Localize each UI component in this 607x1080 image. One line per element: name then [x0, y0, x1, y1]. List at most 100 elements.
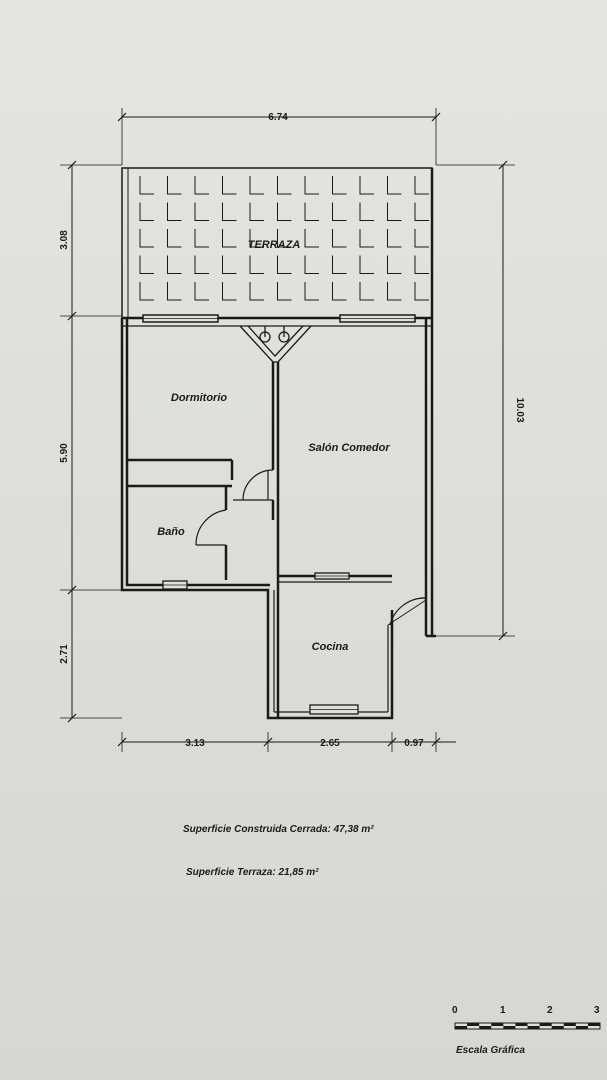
scale-bar	[454, 1022, 601, 1030]
scale-segment	[479, 1026, 492, 1029]
room-label-bano: Baño	[157, 526, 185, 538]
terraza-tile	[194, 202, 209, 221]
scale-segment	[515, 1023, 528, 1026]
terraza-tile	[249, 176, 264, 195]
dimension-label-top: 6.74	[268, 112, 288, 123]
terraza-tile	[387, 202, 402, 221]
dimension-right	[436, 160, 515, 641]
terraza-tile	[387, 229, 402, 248]
dimension-label-bottom-mid: 2.65	[320, 738, 340, 749]
bath-door	[195, 509, 227, 546]
terraza-tile	[414, 229, 429, 248]
terraza-tile	[304, 282, 319, 301]
terraza-tile	[139, 282, 154, 301]
terraza-tile	[194, 282, 209, 301]
terraza-tile	[167, 176, 182, 195]
terraza-tile	[277, 255, 292, 274]
dimension-left	[60, 160, 122, 723]
terraza-tile	[277, 176, 292, 195]
terraza-tile	[249, 202, 264, 221]
terraza-tile	[332, 282, 347, 301]
terraza-tile	[167, 255, 182, 274]
room-label-terraza: TERRAZA	[248, 239, 301, 251]
room-label-dormitorio: Dormitorio	[171, 392, 228, 404]
terraza-folding-door	[239, 325, 312, 363]
scale-segment	[575, 1026, 588, 1029]
scale-tick-1: 1	[500, 1005, 506, 1016]
terraza-tile	[332, 229, 347, 248]
terraza-tile	[222, 202, 237, 221]
windows	[162, 572, 359, 715]
room-label-cocina: Cocina	[312, 641, 349, 653]
scale-tick-3: 3	[594, 1005, 600, 1016]
terraza-tile	[222, 229, 237, 248]
terraza-tile	[332, 202, 347, 221]
terraza-tile	[414, 202, 429, 221]
terraza-tile	[304, 255, 319, 274]
dimension-top	[117, 108, 441, 165]
kitchen-door	[387, 597, 427, 626]
terraza-tile	[414, 282, 429, 301]
dimension-label-terraza-height: 3.08	[59, 230, 70, 250]
scale-segment	[467, 1023, 480, 1026]
terraza-tile	[194, 229, 209, 248]
scale-segment	[491, 1023, 504, 1026]
terraza-tile	[249, 229, 264, 248]
terraza-tile	[167, 202, 182, 221]
terraza-windows	[142, 314, 416, 323]
scale-segment	[527, 1026, 540, 1029]
terraza-tile	[414, 255, 429, 274]
terraza-tile	[359, 176, 374, 195]
terraza-tile	[222, 255, 237, 274]
terraza-tile	[167, 282, 182, 301]
dimension-label-middle-height: 5.90	[59, 443, 70, 463]
scale-segment	[587, 1023, 600, 1026]
terraza-tile	[387, 255, 402, 274]
terraza-tile	[222, 282, 237, 301]
scale-segment	[551, 1026, 564, 1029]
terraza-tile	[139, 229, 154, 248]
terraza-tile	[277, 229, 292, 248]
dimension-bottom	[117, 732, 456, 752]
terraza-tile	[139, 255, 154, 274]
terraza-tile	[387, 176, 402, 195]
terraza-tile	[304, 176, 319, 195]
terraza-tile	[222, 176, 237, 195]
terraza-tile	[332, 176, 347, 195]
terraza-tile	[277, 282, 292, 301]
terraza-tile	[359, 282, 374, 301]
dimension-label-bottom-left: 3.13	[185, 738, 205, 749]
scale-segment	[455, 1026, 468, 1029]
terraza-tile	[249, 255, 264, 274]
terraza-tile	[304, 202, 319, 221]
scale-label: Escala Gráfica	[456, 1045, 525, 1056]
terraza-tile	[139, 176, 154, 195]
terraza-tile	[249, 282, 264, 301]
superficie-cerrada-note: Superficie Construida Cerrada: 47,38 m²	[183, 824, 374, 835]
scale-tick-2: 2	[547, 1005, 553, 1016]
terraza-tile	[414, 176, 429, 195]
terraza-tile	[167, 229, 182, 248]
scale-segment	[503, 1026, 516, 1029]
dimension-label-lower-height: 2.71	[59, 644, 70, 664]
terraza-tile	[304, 229, 319, 248]
scale-segment	[563, 1023, 576, 1026]
scale-tick-0: 0	[452, 1005, 458, 1016]
terraza-tile	[332, 255, 347, 274]
terraza-tile	[359, 255, 374, 274]
terraza-tile	[277, 202, 292, 221]
terraza-tile	[359, 229, 374, 248]
terraza-tile	[194, 255, 209, 274]
dimension-label-bottom-right: 0.97	[404, 738, 424, 749]
bedroom-door	[233, 469, 274, 501]
terraza-tile	[139, 202, 154, 221]
scale-segment	[539, 1023, 552, 1026]
room-label-salon-comedor: Salón Comedor	[308, 442, 390, 454]
superficie-terraza-note: Superficie Terraza: 21,85 m²	[186, 867, 319, 878]
terraza-tile	[359, 202, 374, 221]
dimension-label-total-height: 10.03	[514, 397, 525, 422]
terraza-tile	[387, 282, 402, 301]
terraza-tile	[194, 176, 209, 195]
